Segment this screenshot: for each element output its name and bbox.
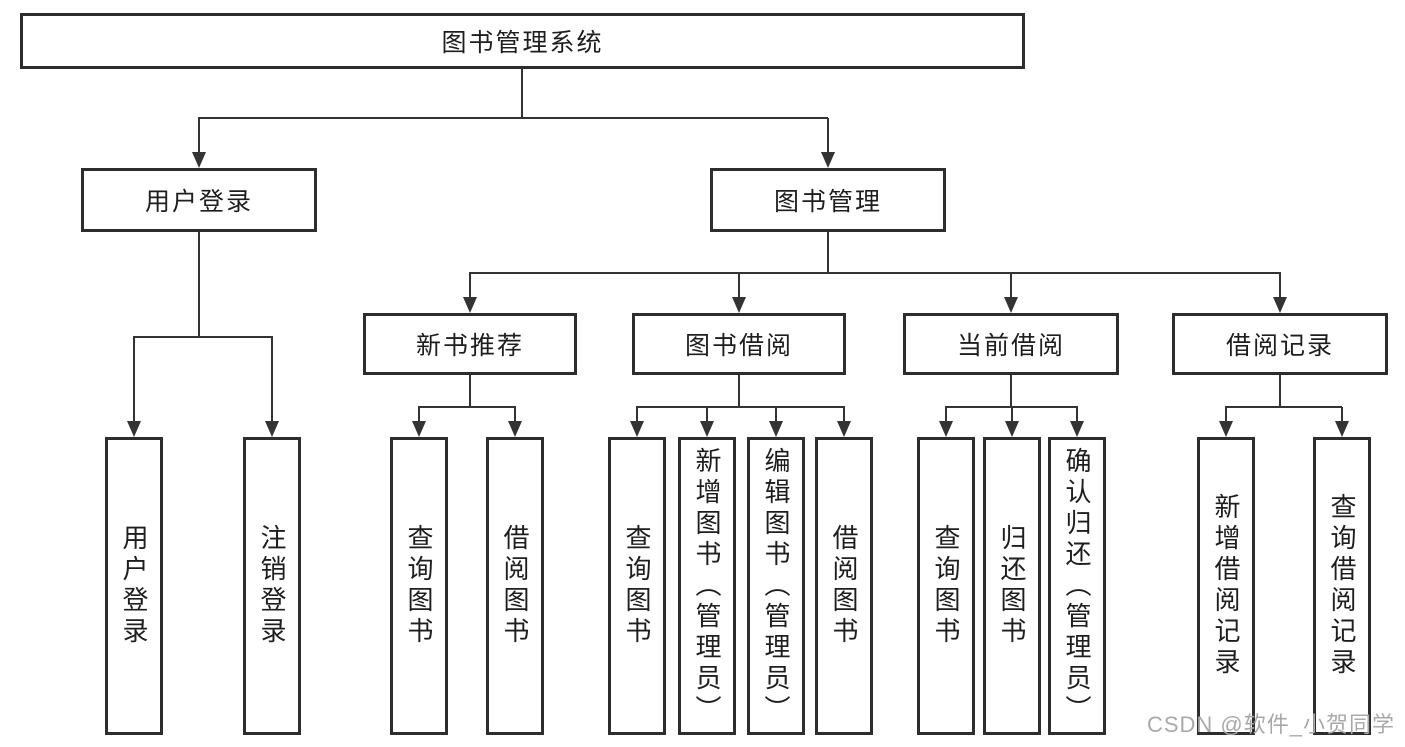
node-label: 用户登录 — [119, 524, 149, 648]
arrowhead-leaf — [1335, 421, 1349, 437]
leaf-edit-books-admin: 编辑图书（管理员） — [747, 437, 805, 735]
leaf-add-books-admin: 新增图书（管理员） — [678, 437, 736, 735]
node-label: 当前借阅 — [956, 332, 1065, 360]
leaf-query-books-borrowing: 查询图书 — [608, 437, 666, 735]
arrowhead-book-borrowing — [732, 297, 746, 313]
arrowhead-leaf — [700, 421, 714, 437]
connector-to-book-management — [827, 118, 829, 154]
arrowhead-leaf — [508, 421, 522, 437]
connector-to-new-book-recommend — [469, 273, 471, 299]
node-user-login: 用户登录 — [81, 168, 317, 232]
connector-to-current-borrowing — [1010, 273, 1012, 299]
arrowhead-leaf — [1005, 421, 1019, 437]
leaf-borrow-books: 借阅图书 — [815, 437, 873, 735]
connector-current-borrowing-drop — [1010, 375, 1012, 408]
connector-new-book-recommend-rail — [418, 406, 516, 408]
connector-borrowing-records-drop — [1279, 375, 1281, 408]
connector-to-leaf — [1011, 407, 1013, 423]
node-label: 图书管理 — [773, 188, 882, 216]
connector-to-leaf — [1225, 407, 1227, 423]
arrowhead-leaf — [769, 421, 783, 437]
node-label: 借阅图书 — [500, 524, 530, 648]
node-label: 图书管理系统 — [441, 29, 604, 57]
arrowhead-leaf — [837, 421, 851, 437]
arrowhead-leaf — [939, 421, 953, 437]
node-current-borrowing: 当前借阅 — [903, 313, 1119, 375]
arrowhead-borrowing-records — [1273, 297, 1287, 313]
connector-book-borrowing-rail — [636, 406, 845, 408]
leaf-query-books-recommend: 查询图书 — [390, 437, 448, 735]
connector-to-leaf — [775, 407, 777, 423]
connector-user-login-rail — [133, 336, 273, 338]
connector-to-leaf — [418, 407, 420, 423]
node-label: 编辑图书（管理员） — [761, 446, 791, 726]
leaf-user-login: 用户登录 — [105, 437, 163, 735]
node-label: 查询借阅记录 — [1327, 493, 1357, 679]
node-label: 新书推荐 — [415, 332, 524, 360]
connector-level2-rail — [198, 117, 828, 119]
connector-to-leaf — [636, 407, 638, 423]
node-label: 新增图书（管理员） — [692, 446, 722, 726]
node-new-book-recommend: 新书推荐 — [363, 313, 577, 375]
node-label: 查询图书 — [931, 524, 961, 648]
node-label: 新增借阅记录 — [1211, 493, 1241, 679]
leaf-query-borrow-record: 查询借阅记录 — [1313, 437, 1371, 735]
arrowhead-leaf — [630, 421, 644, 437]
connector-to-leaf — [1076, 407, 1078, 423]
arrowhead-leaf — [412, 421, 426, 437]
connector-to-leaf — [514, 407, 516, 423]
arrowhead-leaf-user-login — [127, 421, 141, 437]
arrowhead-book-management — [821, 152, 835, 168]
connector-to-borrowing-records — [1279, 273, 1281, 299]
node-book-management: 图书管理 — [710, 168, 946, 232]
connector-borrowing-records-rail — [1225, 406, 1342, 408]
leaf-return-books: 归还图书 — [983, 437, 1041, 735]
node-label: 查询图书 — [622, 524, 652, 648]
connector-root-drop — [521, 69, 523, 118]
connector-to-leaf-logout — [271, 337, 273, 423]
node-label: 注销登录 — [257, 524, 287, 648]
leaf-confirm-return-admin: 确认归还（管理员） — [1048, 437, 1106, 735]
leaf-borrow-books-recommend: 借阅图书 — [486, 437, 544, 735]
connector-book-borrowing-drop — [738, 375, 740, 408]
node-label: 借阅图书 — [829, 524, 859, 648]
node-label: 借阅记录 — [1225, 332, 1334, 360]
connector-book-management-drop — [827, 232, 829, 274]
node-library-management-system: 图书管理系统 — [20, 13, 1025, 69]
connector-to-book-borrowing — [738, 273, 740, 299]
connector-to-leaf — [945, 407, 947, 423]
leaf-logout: 注销登录 — [243, 437, 301, 735]
leaf-add-borrow-record: 新增借阅记录 — [1197, 437, 1255, 735]
node-label: 图书借阅 — [684, 332, 793, 360]
node-label: 归还图书 — [997, 524, 1027, 648]
connector-to-user-login — [198, 118, 200, 154]
connector-to-leaf — [1341, 407, 1343, 423]
arrowhead-leaf — [1219, 421, 1233, 437]
node-borrowing-records: 借阅记录 — [1172, 313, 1388, 375]
connector-to-leaf-user-login — [133, 337, 135, 423]
node-label: 查询图书 — [404, 524, 434, 648]
leaf-query-books-current: 查询图书 — [917, 437, 975, 735]
arrowhead-leaf-logout — [265, 421, 279, 437]
arrowhead-new-book-recommend — [463, 297, 477, 313]
arrowhead-current-borrowing — [1004, 297, 1018, 313]
connector-level3-rail — [469, 272, 1281, 274]
node-label: 用户登录 — [144, 188, 253, 216]
connector-to-leaf — [843, 407, 845, 423]
node-book-borrowing: 图书借阅 — [632, 313, 846, 375]
node-label: 确认归还（管理员） — [1062, 446, 1092, 726]
connector-user-login-drop — [198, 232, 200, 338]
connector-new-book-recommend-drop — [469, 375, 471, 408]
arrowhead-user-login — [192, 152, 206, 168]
csdn-watermark: CSDN @软件_小贺同学 — [1146, 712, 1395, 737]
arrowhead-leaf — [1070, 421, 1084, 437]
connector-to-leaf — [706, 407, 708, 423]
